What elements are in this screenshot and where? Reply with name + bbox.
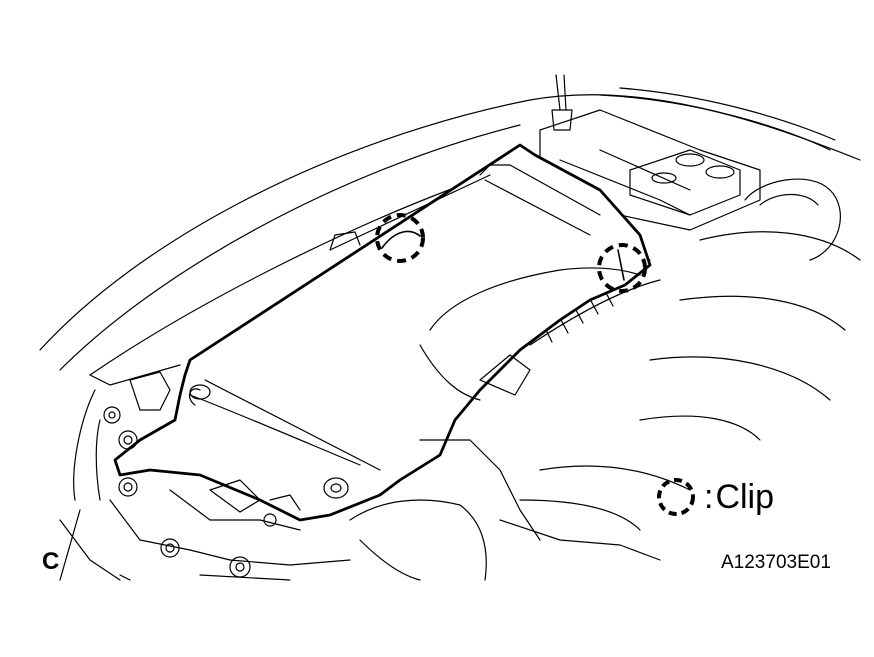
bolt bbox=[123, 435, 133, 445]
engine-lower bbox=[169, 489, 301, 531]
air-duct-rib bbox=[544, 290, 614, 343]
cowl-panel bbox=[95, 419, 101, 501]
clip-callout-right bbox=[597, 243, 647, 293]
clip-body bbox=[381, 230, 421, 249]
hood-stay bbox=[555, 74, 567, 111]
cover-mount-hole bbox=[189, 384, 211, 400]
engine-lower bbox=[119, 574, 291, 581]
cowl-panel bbox=[73, 389, 96, 501]
strut-tower bbox=[759, 193, 819, 206]
cowl-panel bbox=[89, 364, 181, 386]
clip-body bbox=[617, 249, 625, 281]
bolt bbox=[118, 477, 138, 497]
clip-callout-left bbox=[375, 213, 425, 263]
bolt bbox=[263, 513, 277, 527]
cover-mount-hole bbox=[330, 483, 342, 493]
engine-cover-ridge bbox=[189, 394, 361, 466]
engine-cover-outline bbox=[113, 143, 652, 522]
bolt bbox=[165, 543, 175, 553]
strut-tower bbox=[744, 178, 841, 261]
engine-lower bbox=[109, 499, 351, 566]
fuse-box-detail bbox=[599, 149, 691, 191]
bolt bbox=[235, 562, 245, 572]
fender-line bbox=[679, 295, 846, 331]
hood-seal-line bbox=[619, 87, 836, 141]
relay-cap bbox=[705, 165, 735, 179]
legend-separator: : bbox=[704, 478, 714, 516]
dashed-circle-icon bbox=[657, 478, 695, 516]
engine-cover-ridge bbox=[329, 231, 361, 251]
fuse-box-detail bbox=[559, 159, 691, 216]
bolt bbox=[229, 556, 251, 578]
bolt bbox=[108, 411, 116, 419]
engine-cover-ridge bbox=[429, 267, 641, 331]
bolt bbox=[103, 406, 121, 424]
view-letter: C bbox=[42, 548, 60, 575]
engine-cover-ridge bbox=[419, 344, 481, 401]
bolt bbox=[118, 430, 138, 450]
relay-block bbox=[629, 149, 741, 216]
relay-cap bbox=[651, 172, 677, 184]
air-duct bbox=[529, 279, 661, 346]
engine-lower bbox=[349, 499, 487, 581]
hood-edge-line bbox=[89, 174, 491, 376]
legend: : Clip bbox=[654, 474, 774, 520]
hood-stay bbox=[551, 109, 573, 131]
hood-seal-line bbox=[599, 94, 831, 151]
engine-lower bbox=[269, 494, 301, 511]
bracket bbox=[129, 371, 171, 411]
engine-lower bbox=[419, 439, 541, 541]
engine-lower bbox=[359, 539, 421, 581]
engine-cover-ridge bbox=[204, 379, 381, 471]
engine-cover-ridge bbox=[484, 179, 591, 236]
bolt bbox=[123, 482, 133, 492]
hood-edge-line bbox=[59, 124, 521, 371]
fender-line bbox=[699, 231, 861, 261]
engine-lower bbox=[519, 499, 641, 531]
figure-id: A123703E01 bbox=[721, 552, 831, 573]
legend-label: Clip bbox=[715, 478, 775, 516]
engine-lower bbox=[59, 509, 121, 581]
engine-cover-ridge bbox=[479, 164, 601, 216]
engine-lower bbox=[499, 519, 661, 561]
engine-lower bbox=[479, 354, 531, 396]
engine-lower bbox=[539, 465, 691, 491]
bolt bbox=[160, 538, 180, 558]
fender-line bbox=[639, 415, 761, 441]
cover-mount-hole bbox=[323, 477, 349, 499]
fender-line bbox=[649, 356, 831, 401]
relay-cap bbox=[675, 153, 705, 167]
engine-lower bbox=[209, 479, 261, 513]
